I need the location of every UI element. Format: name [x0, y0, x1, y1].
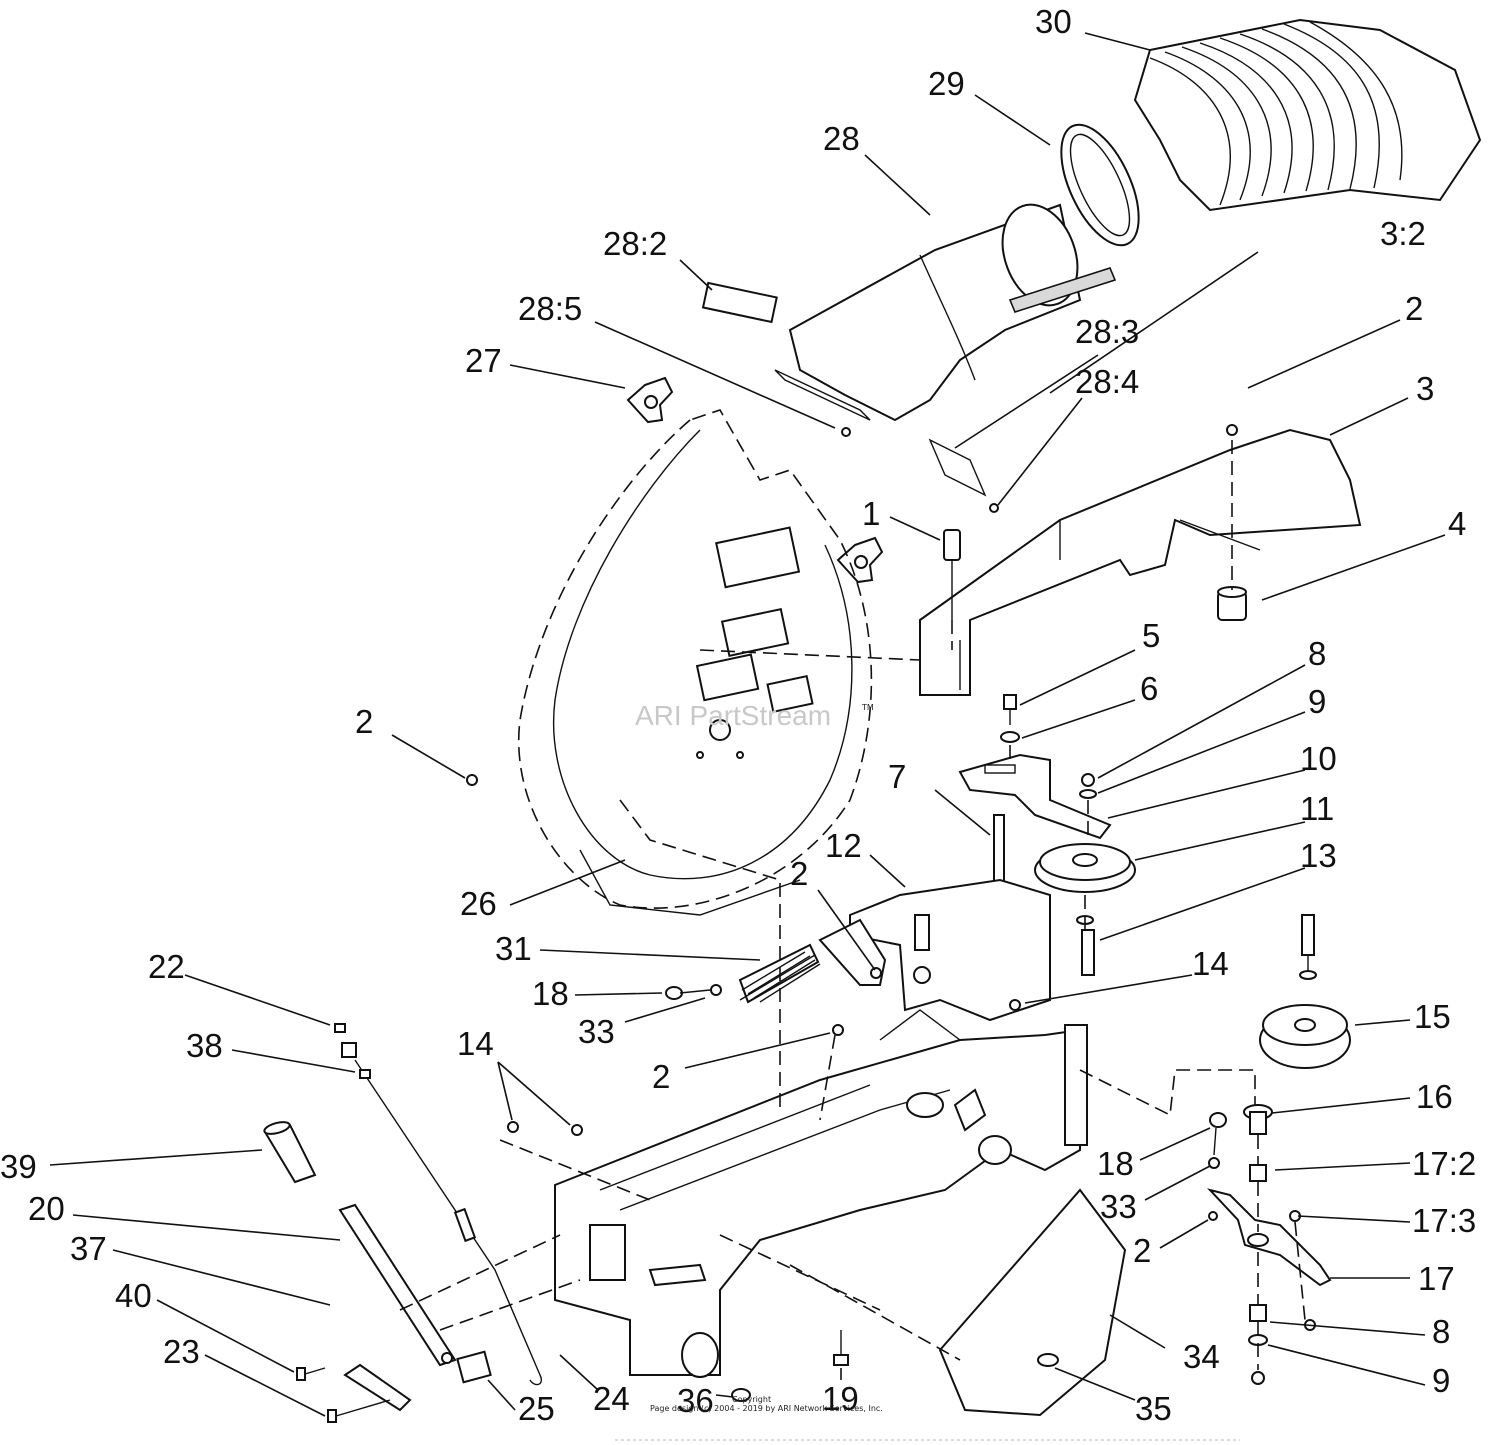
callout-9-bottom: 9 [1432, 1362, 1450, 1399]
callout-17-3: 17:3 [1412, 1202, 1476, 1239]
callout-22: 22 [148, 948, 185, 985]
callout-15: 15 [1414, 998, 1451, 1035]
callout-34: 34 [1183, 1338, 1220, 1375]
bushing-part [1243, 1104, 1273, 1135]
callout-labels: 30 29 28 28:2 28:5 27 28:3 28:4 3:2 2 3 … [0, 3, 1476, 1427]
callout-9-top: 9 [1308, 683, 1326, 720]
callout-23: 23 [163, 1333, 200, 1370]
callout-14-left: 14 [457, 1025, 494, 1062]
callout-2-top: 2 [1405, 290, 1423, 327]
nuts-part [466, 424, 1238, 1136]
callout-12: 12 [825, 827, 862, 864]
callout-2-right: 2 [1133, 1232, 1151, 1269]
watermark-tm: TM [861, 703, 874, 712]
link-arm-part [818, 918, 887, 986]
handle-lever-part [338, 1203, 457, 1412]
callout-31: 31 [495, 930, 532, 967]
callout-10: 10 [1300, 740, 1337, 777]
bolt-washer-part [1000, 694, 1020, 743]
idler-pulley-part [1034, 843, 1136, 925]
callout-14-right: 14 [1192, 945, 1229, 982]
callout-28-4: 28:4 [1075, 363, 1139, 400]
clevis-block-part [456, 1350, 492, 1384]
callout-8-top: 8 [1308, 635, 1326, 672]
spacer-part [1081, 929, 1095, 976]
bolts-left-part [296, 1367, 391, 1423]
control-rod-part [354, 1059, 542, 1386]
callout-33-left: 33 [578, 1013, 615, 1050]
knob-part [943, 529, 961, 620]
callout-4: 4 [1448, 505, 1466, 542]
callout-25: 25 [518, 1390, 555, 1427]
callout-13: 13 [1300, 837, 1337, 874]
callout-2-mid: 2 [790, 855, 808, 892]
drive-pulley-part [1259, 914, 1351, 1069]
callout-40: 40 [115, 1277, 152, 1314]
callout-3: 3 [1416, 370, 1434, 407]
eyebolt-nut-part [665, 984, 722, 1000]
handle-grip-part [263, 1121, 317, 1184]
callout-24: 24 [593, 1380, 630, 1417]
callout-38: 38 [186, 1027, 223, 1064]
callout-1: 1 [862, 495, 880, 532]
callout-5: 5 [1142, 617, 1160, 654]
blower-housing-part [518, 409, 873, 916]
swivel-hardware-part [334, 1023, 371, 1079]
housing-cover-part [919, 428, 1362, 696]
discharge-chute-part [701, 203, 1082, 513]
callout-35: 35 [1135, 1390, 1172, 1427]
bellows-hose-part [1133, 18, 1482, 212]
spring-part [738, 943, 821, 1004]
callout-28-5: 28:5 [518, 290, 582, 327]
callout-20: 20 [28, 1190, 65, 1227]
belt-guard-part [938, 1188, 1127, 1417]
callout-36: 36 [677, 1382, 714, 1419]
main-frame-part [554, 1009, 1088, 1378]
callout-17: 17 [1418, 1260, 1455, 1297]
callout-17-2: 17:2 [1412, 1145, 1476, 1182]
callout-26: 26 [460, 885, 497, 922]
callout-8-bottom: 8 [1432, 1313, 1450, 1350]
callout-11: 11 [1300, 790, 1334, 827]
eyebolt-right-part [1208, 1112, 1227, 1221]
idler-arm-part [1206, 1164, 1332, 1385]
lower-hardware-part [731, 1330, 849, 1402]
callout-37: 37 [70, 1230, 107, 1267]
callout-16: 16 [1416, 1078, 1453, 1115]
callout-2-frame: 2 [652, 1058, 670, 1095]
callout-33-right: 33 [1100, 1188, 1137, 1225]
callout-29: 29 [928, 65, 965, 102]
leader-lines [49, 32, 1446, 1417]
callout-28: 28 [823, 120, 860, 157]
copyright-line-1: Copyright [732, 1395, 771, 1404]
watermark: ARI PartStream [635, 700, 831, 731]
callout-28-2: 28:2 [603, 225, 667, 262]
decal-part [1008, 267, 1117, 313]
nut-washer-upper-part [1079, 773, 1097, 799]
callout-3-2: 3:2 [1380, 215, 1426, 252]
callout-2-left: 2 [355, 703, 373, 740]
callout-28-3: 28:3 [1075, 313, 1139, 350]
mounting-plate-part [958, 753, 1112, 840]
bracket-part [849, 878, 1051, 1022]
callout-30: 30 [1035, 3, 1072, 40]
callout-19: 19 [822, 1380, 859, 1417]
star-knob-part [626, 376, 884, 584]
callout-18-left: 18 [532, 975, 569, 1012]
callout-18-right: 18 [1097, 1145, 1134, 1182]
hose-clamp-ring-part [1060, 123, 1140, 247]
callout-6: 6 [1140, 670, 1158, 707]
callout-39: 39 [0, 1148, 37, 1185]
callout-27: 27 [465, 342, 502, 379]
bumper-part [1217, 586, 1247, 621]
copyright-line-2: Page design (c) 2004 - 2019 by ARI Netwo… [650, 1404, 883, 1413]
callout-7: 7 [888, 758, 906, 795]
assembly-guide-lines [399, 440, 1306, 1370]
